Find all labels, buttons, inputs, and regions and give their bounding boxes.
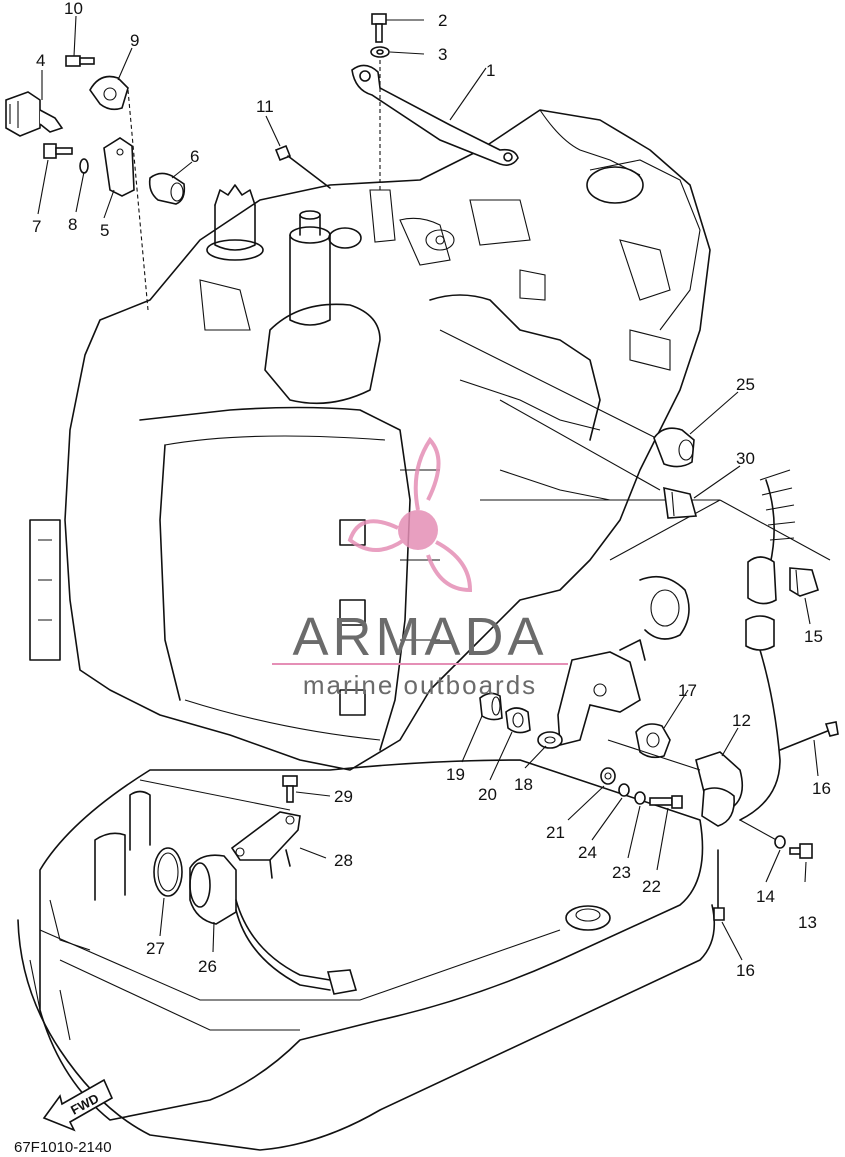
callout-25: 25 <box>736 375 755 394</box>
callout-1: 1 <box>486 61 495 80</box>
callout-18: 18 <box>514 775 533 794</box>
part-7-bolt <box>43 143 73 159</box>
callout-7: 7 <box>32 217 41 236</box>
part-17-clamp <box>635 723 671 759</box>
part-28-bracket <box>139 779 301 879</box>
callout-labels: 1 2 3 4 5 6 7 8 9 10 11 12 13 14 15 16 1… <box>32 0 831 980</box>
callout-4: 4 <box>36 51 45 70</box>
part-27-oring <box>153 847 183 897</box>
part-14-washer <box>774 835 786 849</box>
callout-14: 14 <box>756 887 775 906</box>
callout-27: 27 <box>146 939 165 958</box>
part-4-sensor <box>5 91 64 137</box>
callout-10: 10 <box>64 0 83 18</box>
diagram-code: 67F1010-2140 <box>14 1139 112 1156</box>
callout-8: 8 <box>68 215 77 234</box>
part-19-collar <box>479 692 503 721</box>
part-8-washer <box>79 158 89 174</box>
callout-9: 9 <box>130 31 139 50</box>
part-1-bracket <box>351 60 519 190</box>
callout-17: 17 <box>678 681 697 700</box>
harness-connector <box>745 556 777 651</box>
bottom-cowling <box>17 759 716 1151</box>
callout-12: 12 <box>732 711 751 730</box>
callout-5: 5 <box>100 221 109 240</box>
callout-26: 26 <box>198 957 217 976</box>
callout-30: 30 <box>736 449 755 468</box>
engine-block <box>29 109 711 771</box>
watermark-brand: ARMADA <box>292 607 547 667</box>
part-12-coil <box>607 739 781 843</box>
part-21-washer <box>600 767 616 785</box>
callout-11: 11 <box>256 97 274 116</box>
callout-13: 13 <box>798 913 817 932</box>
callout-22: 22 <box>642 877 661 896</box>
part-10-bolt <box>65 55 95 67</box>
part-25-switch <box>653 427 695 468</box>
callout-6: 6 <box>190 147 199 166</box>
part-26-unit <box>189 854 358 995</box>
armada-logo-icon <box>347 436 473 593</box>
part-20-grommet <box>505 707 531 734</box>
part-13-bolt <box>789 843 813 859</box>
callout-20: 20 <box>478 785 497 804</box>
part-18-bracket <box>537 639 646 749</box>
part-30-clip <box>663 486 698 519</box>
callout-2: 2 <box>438 11 447 30</box>
part-24-washer <box>618 783 630 797</box>
part-22-bolt <box>649 795 683 809</box>
part-11-tie <box>274 144 331 189</box>
watermark-tagline: marine outboards <box>303 670 537 700</box>
callout-29: 29 <box>334 787 353 806</box>
part-6-grommet <box>148 172 186 205</box>
part-3-washer <box>370 46 425 58</box>
callout-19: 19 <box>446 765 465 784</box>
callout-16a: 16 <box>812 779 831 798</box>
callout-leaders <box>37 15 819 961</box>
part-29-bolt <box>282 775 298 803</box>
part-9-clamp <box>89 75 149 311</box>
part-2-bolt <box>371 13 424 43</box>
callout-3: 3 <box>438 45 447 64</box>
part-15-holder <box>789 567 819 597</box>
part-23-washer <box>634 791 646 805</box>
callout-23: 23 <box>612 863 631 882</box>
part-5-plate <box>103 137 135 197</box>
callout-16b: 16 <box>736 961 755 980</box>
callout-21: 21 <box>546 823 565 842</box>
callout-15: 15 <box>804 627 823 646</box>
callout-28: 28 <box>334 851 353 870</box>
callout-24: 24 <box>578 843 597 862</box>
part-16-ties <box>713 721 839 921</box>
crankshaft-top <box>199 184 455 405</box>
